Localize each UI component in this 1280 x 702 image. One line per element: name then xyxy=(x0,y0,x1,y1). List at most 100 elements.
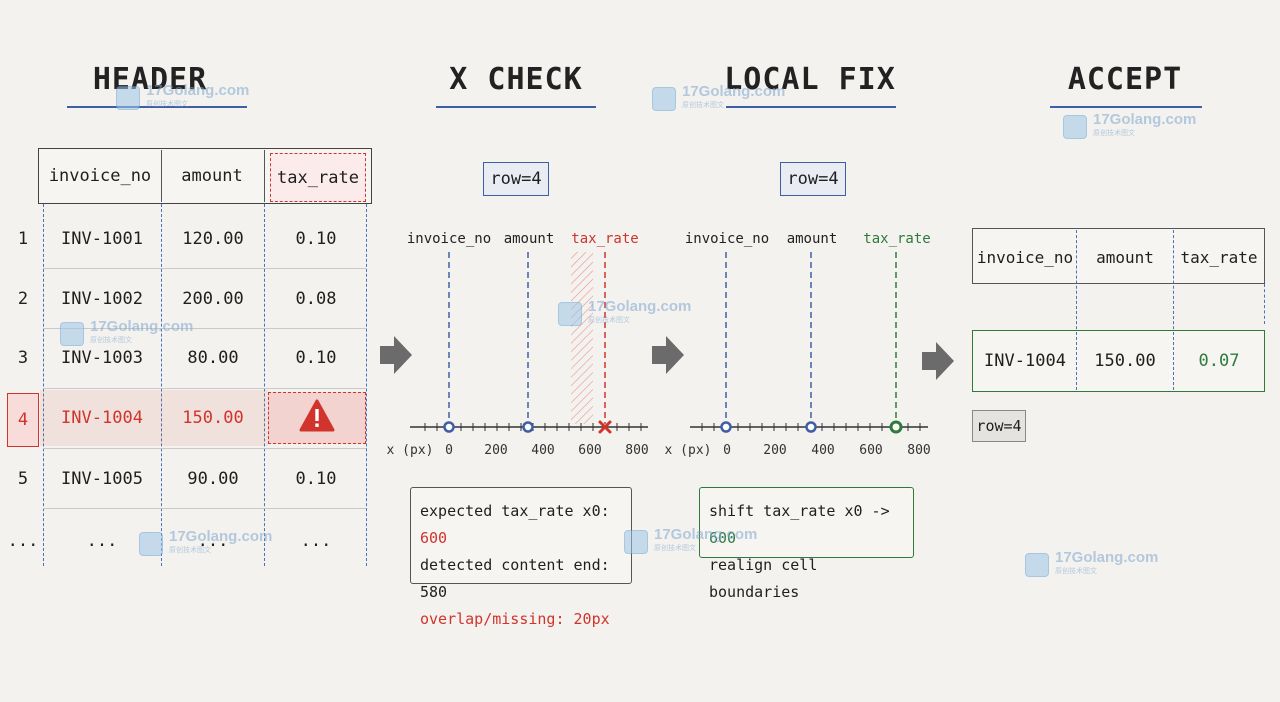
watermark-text: 17Golang.com xyxy=(169,528,273,545)
cell-invoice-no: INV-1001 xyxy=(61,229,143,249)
flow-arrow-icon xyxy=(652,336,684,378)
column-guide xyxy=(366,204,367,566)
warning-icon xyxy=(299,399,335,433)
axis-tick-label: 0 xyxy=(445,443,453,458)
axis-tick-label: 400 xyxy=(531,443,554,458)
local-fix-axis: invoice_no amount tax_rate x (px) 0 200 … xyxy=(665,231,931,458)
axis-minor-ticks xyxy=(701,423,921,431)
cell-tax-rate: 0.10 xyxy=(295,348,337,368)
col-label-tax-rate-fixed: tax_rate xyxy=(863,231,930,247)
row-divider xyxy=(43,388,366,389)
cell-invoice-no-error: INV-1004 xyxy=(61,408,143,428)
row-index: ... xyxy=(7,531,39,551)
row-index: 3 xyxy=(17,348,29,368)
title-underline xyxy=(726,106,896,108)
watermark-logo-icon xyxy=(558,302,582,326)
note-line: realign cell boundaries xyxy=(709,556,818,601)
note-line: expected tax_rate x0: 600 xyxy=(420,498,631,552)
row-index: 5 xyxy=(17,469,29,489)
accept-column-header-invoice-no: invoice_no xyxy=(976,247,1074,267)
watermark-text: 17Golang.com xyxy=(1093,111,1197,128)
row-tag: row=4 xyxy=(483,162,549,196)
watermark-logo-icon xyxy=(139,532,163,556)
local-fix-notes: shift tax_rate x0 -> 600 realign cell bo… xyxy=(699,487,914,601)
watermark-subtext: 原创技术图文 xyxy=(1055,568,1097,575)
accepted-amount: 150.00 xyxy=(1094,351,1156,371)
cell-tax-rate: ... xyxy=(300,531,332,551)
column-guide xyxy=(43,204,44,566)
col-label-amount: amount xyxy=(787,231,838,247)
step-title-local-fix: LOCAL FIX xyxy=(724,62,896,97)
column-guide xyxy=(1173,332,1174,390)
watermark-subtext: 原创技术图文 xyxy=(588,317,630,324)
cell-amount: ... xyxy=(197,531,229,551)
row-index: 2 xyxy=(17,289,29,309)
watermark-logo-icon xyxy=(1025,553,1049,577)
x0-marker xyxy=(720,421,732,433)
col-label-invoice-no: invoice_no xyxy=(407,231,491,247)
overlap-region xyxy=(571,252,593,424)
watermark-text: 17Golang.com xyxy=(1055,549,1159,566)
x0-marker xyxy=(443,421,455,433)
watermark: 17Golang.com 原创技术图文 xyxy=(139,528,273,558)
row-divider xyxy=(43,268,366,269)
axis-tick-label: 600 xyxy=(578,443,601,458)
cell-amount: 90.00 xyxy=(187,469,239,489)
watermark-logo-icon xyxy=(60,322,84,346)
column-header-amount: amount xyxy=(181,166,243,186)
watermark-subtext: 原创技术图文 xyxy=(169,547,211,554)
flow-arrow-icon xyxy=(922,342,954,384)
watermark-text: 17Golang.com xyxy=(146,82,250,99)
title-underline xyxy=(436,106,596,108)
watermark-subtext: 原创技术图文 xyxy=(1093,130,1135,137)
cell-amount: 200.00 xyxy=(182,289,244,309)
column-divider xyxy=(264,150,265,202)
row-divider xyxy=(43,508,366,509)
accepted-tax-rate: 0.07 xyxy=(1198,351,1240,371)
axis-tick-label: 600 xyxy=(859,443,882,458)
axis-tick-label: 200 xyxy=(763,443,786,458)
accept-table-header xyxy=(972,228,1265,284)
error-row-highlight xyxy=(40,390,268,446)
step-title-header: HEADER xyxy=(92,62,208,97)
cell-amount: 120.00 xyxy=(182,229,244,249)
watermark-logo-icon xyxy=(1063,115,1087,139)
note-text: expected tax_rate x0: xyxy=(420,502,610,520)
column-guide xyxy=(1076,332,1077,390)
col-label-invoice-no: invoice_no xyxy=(685,231,769,247)
cell-amount: 80.00 xyxy=(187,348,239,368)
row-tag: row=4 xyxy=(780,162,846,196)
watermark: 17Golang.com 原创技术图文 xyxy=(1025,549,1159,579)
tax-rate-header-highlight xyxy=(270,153,366,202)
axis-minor-ticks xyxy=(424,423,642,431)
axis-label: x (px) xyxy=(387,443,434,458)
note-text: shift tax_rate x0 -> xyxy=(709,502,890,520)
row-divider xyxy=(43,328,366,329)
cell-amount-error: 150.00 xyxy=(182,408,244,428)
watermark-subtext: 原创技术图文 xyxy=(682,102,724,109)
cell-tax-rate: 0.10 xyxy=(295,229,337,249)
note-line: detected content end: 580 xyxy=(420,556,610,601)
row-index: 1 xyxy=(17,229,29,249)
row-tag: row=4 xyxy=(972,410,1026,442)
title-underline xyxy=(1050,106,1202,108)
column-header-invoice-no: invoice_no xyxy=(48,166,152,186)
watermark: 17Golang.com 原创技术图文 xyxy=(1063,111,1197,141)
cell-invoice-no: INV-1002 xyxy=(61,289,143,309)
row-index-error: 4 xyxy=(17,410,29,430)
flow-arrow-icon xyxy=(380,336,412,378)
column-divider xyxy=(161,150,162,202)
watermark-text: 17Golang.com xyxy=(588,298,692,315)
watermark-subtext: 原创技术图文 xyxy=(654,545,696,552)
x0-marker xyxy=(522,421,534,433)
note-line-error: overlap/missing: 20px xyxy=(420,610,610,628)
note-value: 600 xyxy=(709,529,737,547)
watermark-text: 17Golang.com xyxy=(90,318,194,335)
watermark-logo-icon xyxy=(652,87,676,111)
column-guide xyxy=(264,204,265,566)
row-divider xyxy=(43,448,366,449)
step-title-accept: ACCEPT xyxy=(1067,62,1183,97)
column-header-tax-rate: tax_rate xyxy=(277,167,359,188)
